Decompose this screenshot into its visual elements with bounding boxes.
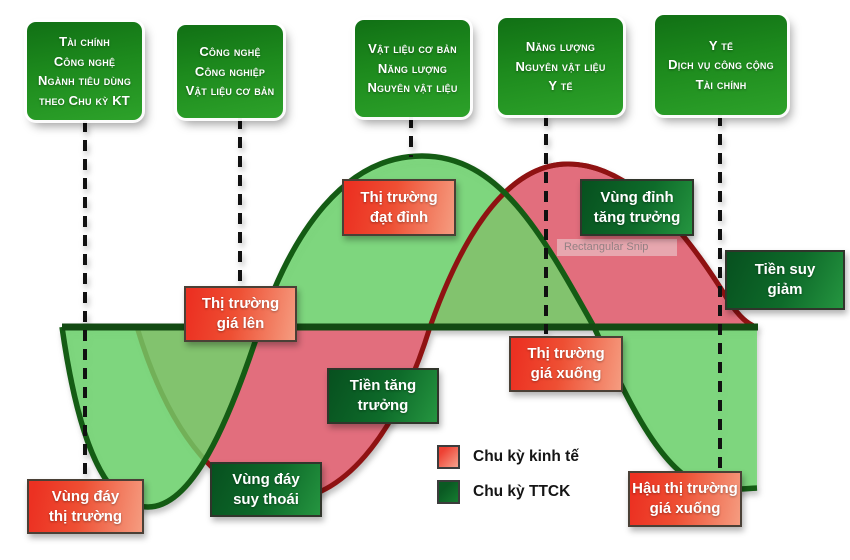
sector-box-line: Ngành tiêu dùng (37, 73, 132, 88)
snip-watermark: Rectangular Snip (557, 239, 677, 256)
label-line: Vùng đỉnh (600, 188, 674, 206)
sector-box-line: Nguyên vật liệu (367, 80, 458, 96)
label-line: Thị trường (527, 345, 605, 363)
sector-box-line: Công nghệ (199, 44, 261, 60)
sector-box-5: Y tế Dịch vụ công cộng Tài chính (655, 15, 787, 115)
sector-box-line: Tài chính (695, 76, 747, 92)
sector-box-line: Y tế (708, 37, 734, 53)
label-line: giá xuống (649, 500, 721, 517)
label-post-bear: Hậu thị trường giá xuống (628, 471, 742, 527)
sector-box-2: Công nghệ Công nghiệp Vật liệu cơ bản (177, 25, 283, 118)
economic-cycle-fill (137, 164, 756, 500)
sector-box-3: Vật liệu cơ bản Năng lượng Nguyên vật li… (355, 20, 470, 117)
label-line: giá xuống (530, 365, 602, 382)
label-bear-market: Thị trường giá xuống (509, 336, 623, 392)
label-market-peak: Thị trường đạt đỉnh (342, 179, 456, 236)
label-line: Thị trường (201, 295, 280, 313)
market-cycle-curve (59, 153, 758, 510)
label-line: trưởng (357, 397, 409, 414)
label-money-decline: Tiền suy giảm (725, 250, 845, 310)
sector-box-1: Tài chính Công nghệ Ngành tiêu dùng theo… (27, 22, 142, 120)
label-money-growth: Tiền tăng trưởng (327, 368, 439, 424)
sector-box-line: Công nghiệp (194, 63, 266, 79)
label-line: Tiền tăng (349, 377, 417, 395)
label-line: giảm (767, 281, 803, 298)
economic-cycle-swatch (437, 445, 460, 469)
sector-box-line: Dịch vụ công cộng (668, 57, 774, 73)
sector-box-line: Năng lượng (377, 60, 448, 76)
legend-item-market: Chu kỳ TTCK (437, 480, 570, 504)
label-line: Vùng đáy (51, 487, 120, 505)
sector-box-line: Công nghệ (53, 53, 116, 69)
legend-label: Chu kỳ kinh tế (473, 448, 579, 465)
label-line: tăng trưởng (593, 208, 681, 226)
sector-box-line: Năng lượng (525, 39, 596, 55)
sector-box-line: Nguyên vật liệu (515, 58, 606, 74)
label-line: giá lên (216, 315, 265, 332)
label-line: Vùng đáy (232, 470, 300, 488)
label-line: thị trường (48, 507, 123, 525)
label-line: Hậu thị trường (632, 480, 738, 498)
sector-box-line: Vật liệu cơ bản (185, 83, 275, 99)
sector-box-line: Tài chính (59, 34, 110, 49)
label-line: đạt đỉnh (369, 208, 429, 226)
label-growth-peak: Vùng đỉnh tăng trưởng (580, 179, 694, 236)
sector-box-line: Y tế (548, 78, 573, 94)
sector-box-line: theo Chu kỳ KT (39, 92, 130, 108)
sector-box-4: Năng lượng Nguyên vật liệu Y tế (498, 18, 623, 115)
label-recession-bottom: Vùng đáy suy thoái (210, 462, 322, 517)
legend-item-economic: Chu kỳ kinh tế (437, 445, 579, 469)
label-bull-market: Thị trường giá lên (184, 286, 297, 342)
legend-label: Chu kỳ TTCK (473, 483, 571, 500)
label-line: Thị trường (360, 188, 438, 206)
label-line: suy thoái (233, 490, 299, 508)
label-line: Tiền suy (754, 261, 816, 279)
label-market-bottom: Vùng đáy thị trường (27, 479, 144, 534)
sector-box-line: Vật liệu cơ bản (368, 41, 457, 57)
market-cycle-swatch (437, 480, 460, 504)
